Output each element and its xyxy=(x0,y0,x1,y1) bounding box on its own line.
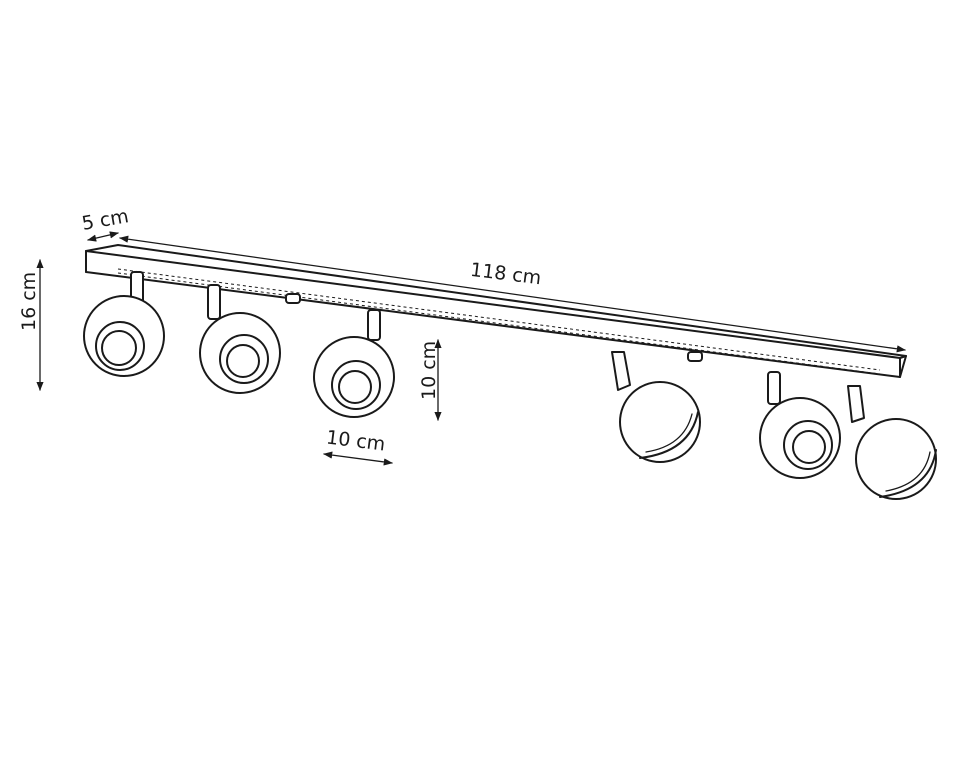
spotlight-5 xyxy=(759,371,841,479)
depth-label: 5 cm xyxy=(80,205,130,235)
spotlight-2 xyxy=(199,284,281,394)
spotlight-3 xyxy=(313,309,395,418)
shade-width-dimension: 10 cm xyxy=(323,427,393,466)
shade-height-dimension: 10 cm xyxy=(418,339,442,421)
shade-height-label: 10 cm xyxy=(418,341,440,400)
spotlight-6 xyxy=(847,385,937,500)
shade-width-label: 10 cm xyxy=(325,427,386,456)
length-label: 118 cm xyxy=(469,259,542,290)
height-dimension: 16 cm xyxy=(18,259,44,391)
depth-dimension: 5 cm xyxy=(80,205,130,242)
height-label: 16 cm xyxy=(18,272,40,331)
spotlight-1 xyxy=(83,271,165,377)
spotlight-4 xyxy=(611,351,701,463)
